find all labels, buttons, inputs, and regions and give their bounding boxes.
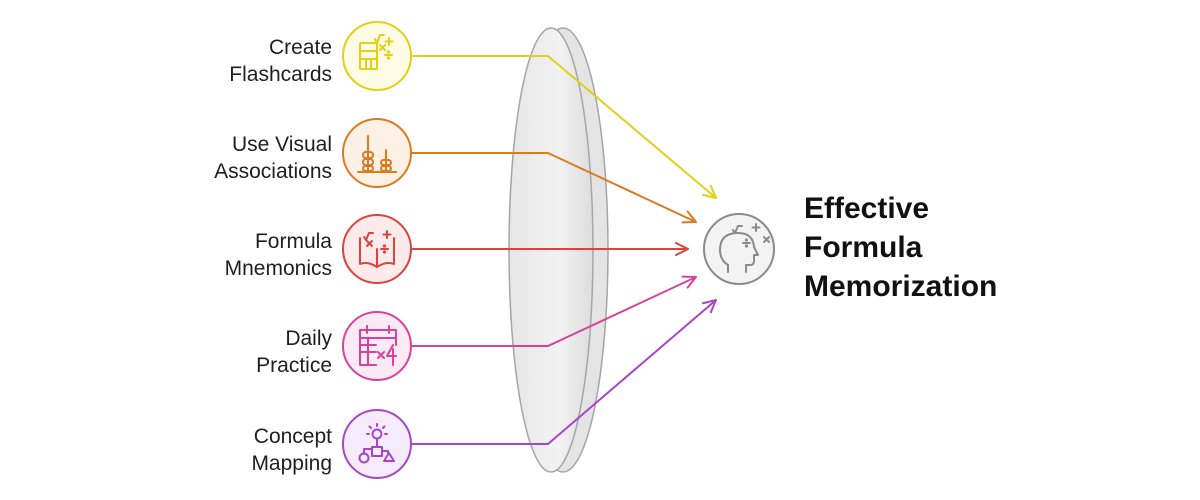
connector-4-arrowhead: [681, 275, 697, 289]
item-2-node[interactable]: [342, 118, 412, 188]
item-icon-group: [342, 21, 412, 479]
connector-1-arrowhead: [701, 184, 717, 199]
abacus-icon: [357, 135, 397, 173]
connector-1: [411, 55, 717, 199]
connector-4: [411, 276, 697, 347]
calendar-times-four-icon: [359, 325, 397, 366]
result-title-line1: Effective: [804, 192, 930, 225]
result-title-line2: Formula: [804, 231, 923, 264]
math-book-icon: [359, 230, 395, 268]
result-node[interactable]: [703, 213, 775, 285]
item-1-node[interactable]: [342, 21, 412, 91]
item-3-label: Formula Mnemonics: [132, 228, 332, 282]
result-title-line3: Memorization: [804, 270, 998, 303]
item-4-label-line1: Daily: [285, 327, 332, 350]
item-3-label-line1: Formula: [254, 230, 332, 253]
item-4-label: Daily Practice: [132, 325, 332, 379]
item-3-node[interactable]: [342, 214, 412, 284]
item-5-label: Concept Mapping: [132, 423, 332, 477]
item-4-circle[interactable]: [342, 311, 412, 381]
item-3-label-line2: Mnemonics: [224, 257, 332, 280]
item-4-label-line2: Practice: [256, 354, 332, 377]
head-math-icon: [719, 223, 770, 273]
item-5-node[interactable]: [342, 409, 412, 479]
item-2-label-line2: Associations: [214, 160, 332, 183]
item-2-label-line1: Use Visual: [232, 133, 332, 156]
item-2-label: Use Visual Associations: [132, 131, 332, 185]
item-1-label-line2: Flashcards: [229, 63, 332, 86]
item-5-label-line1: Concept: [253, 425, 332, 448]
connector-5: [411, 299, 717, 445]
connector-2-arrowhead: [681, 210, 697, 224]
flashcards-icon: [359, 34, 394, 70]
item-1-label: Create Flashcards: [132, 34, 332, 88]
connector-2: [411, 152, 697, 223]
connector-group: [411, 55, 717, 445]
result-circle[interactable]: [703, 213, 775, 285]
item-2-circle[interactable]: [342, 118, 412, 188]
connector-3-arrowhead: [675, 242, 689, 256]
item-1-label-line1: Create: [268, 36, 332, 59]
connector-5-arrowhead: [701, 299, 717, 314]
item-5-label-line2: Mapping: [251, 452, 332, 475]
item-4-node[interactable]: [342, 311, 412, 381]
result-title: Effective Formula Memorization: [804, 189, 997, 306]
concept-map-icon: [358, 423, 395, 464]
